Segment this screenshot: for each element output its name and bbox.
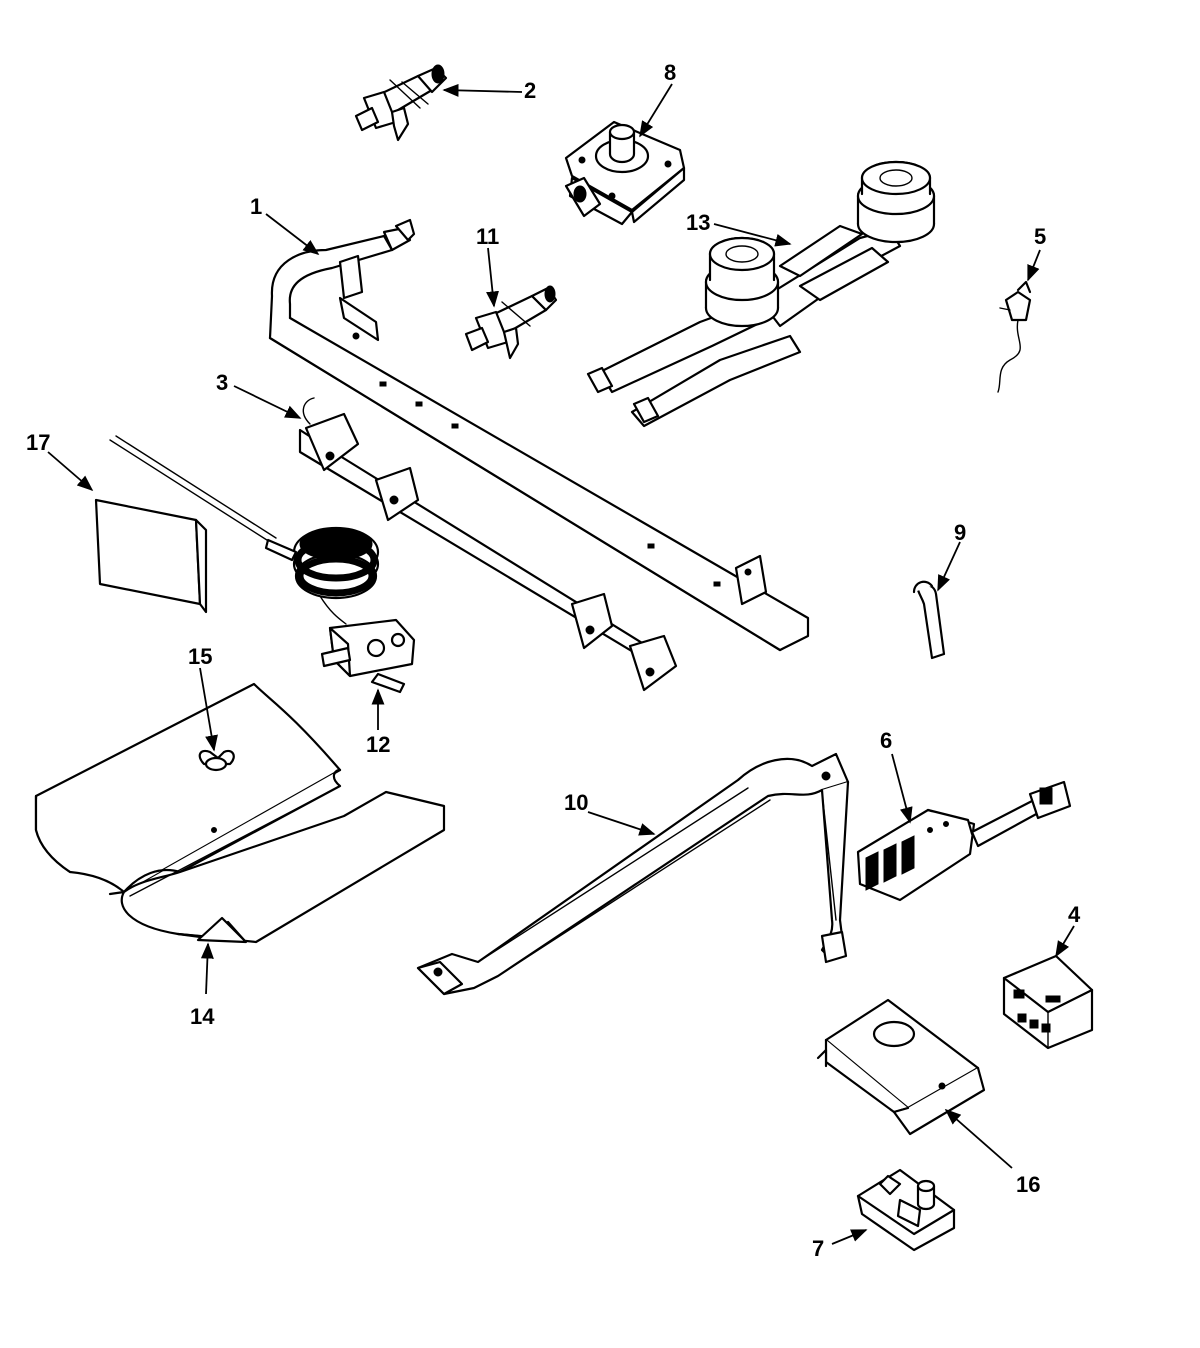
callout-5: 5	[1034, 224, 1046, 249]
callout-16: 16	[1016, 1172, 1040, 1197]
callout-9: 9	[954, 520, 966, 545]
leader-7	[831, 1229, 868, 1245]
leader-8	[639, 83, 673, 138]
callout-2: 2	[524, 78, 536, 103]
part-6-spark-module	[856, 780, 1072, 902]
part-2-burner-valve	[354, 64, 448, 142]
part-14-baffle	[34, 682, 446, 944]
leader-14	[200, 942, 214, 995]
part-17-label-card	[94, 435, 277, 614]
leader-15	[199, 667, 218, 752]
part-12-thermostat	[264, 526, 416, 694]
leader-13	[713, 223, 792, 247]
part-4-terminal-block	[1002, 954, 1094, 1050]
callout-1: 1	[250, 194, 262, 219]
leader-4	[1055, 925, 1075, 958]
part-15-wing-nut	[198, 749, 235, 772]
callout-7: 7	[812, 1236, 824, 1261]
part-10-burner-tube	[416, 752, 850, 996]
part-16-bracket	[816, 998, 986, 1136]
callout-10: 10	[564, 790, 588, 815]
leader-2	[442, 83, 523, 97]
callout-12: 12	[366, 732, 390, 757]
callout-15: 15	[188, 644, 212, 669]
leader-3	[233, 385, 302, 419]
part-13-burner-assembly	[586, 160, 936, 428]
part-8-pressure-regulator	[564, 120, 686, 226]
callout-13: 13	[686, 210, 710, 235]
leader-9	[937, 541, 961, 592]
leader-1	[265, 213, 320, 255]
part-9-hose	[912, 580, 946, 660]
part-3-switch-harness	[298, 397, 678, 692]
callout-6: 6	[880, 728, 892, 753]
callout-3: 3	[216, 370, 228, 395]
leader-lines	[47, 83, 1075, 1245]
leader-17	[47, 451, 94, 492]
part-7-switch	[856, 1168, 956, 1252]
callout-14: 14	[190, 1004, 215, 1029]
part-11-valve	[464, 285, 558, 360]
callout-labels: 1 2 3 4 5 6 7 8 9 10 11 12 13 14 15 16 1…	[26, 60, 1081, 1261]
part-1-manifold	[268, 218, 810, 652]
leader-11	[486, 247, 499, 308]
callout-4: 4	[1068, 902, 1081, 927]
leader-5	[1027, 249, 1041, 282]
callout-17: 17	[26, 430, 50, 455]
part-5-electrode	[997, 280, 1032, 393]
leader-10	[587, 811, 656, 836]
callout-11: 11	[476, 224, 499, 249]
leader-16	[944, 1108, 1013, 1169]
leader-6	[891, 753, 913, 824]
callout-8: 8	[664, 60, 676, 85]
